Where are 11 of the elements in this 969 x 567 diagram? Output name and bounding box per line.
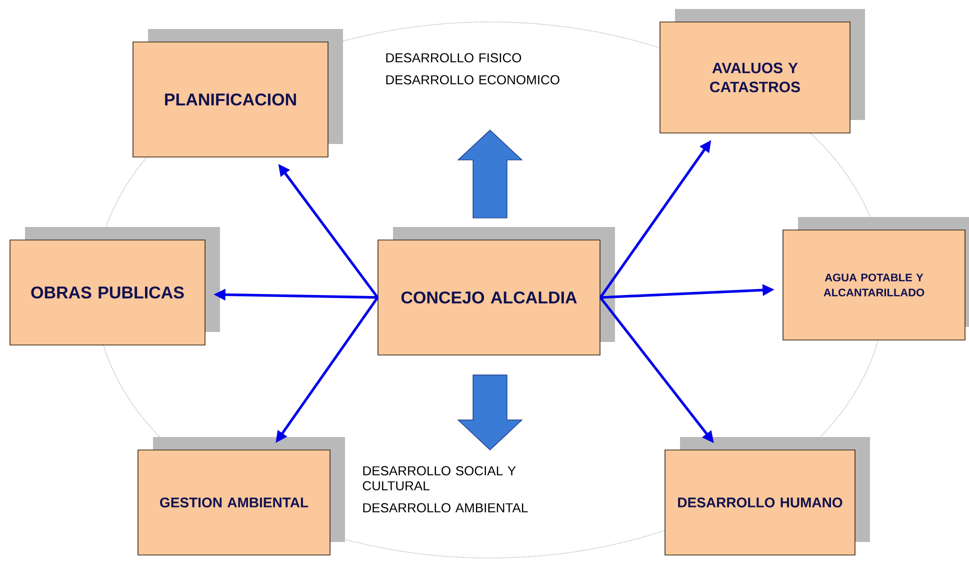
process-box: AGUA POTABLE Y ALCANTARILLADO bbox=[782, 217, 969, 340]
process-box: AVALUOS Y CATASTROS bbox=[660, 9, 865, 134]
note-text: DESARROLLO FISICO bbox=[386, 53, 522, 62]
note-text: DESARROLLO SOCIAL Y CULTURAL bbox=[362, 466, 516, 490]
process-box: GESTION AMBIENTAL bbox=[138, 436, 345, 556]
process-box: PLANIFICACION bbox=[132, 29, 343, 158]
process-box: DESARROLLO HUMANO bbox=[664, 436, 870, 556]
note-text: DESARROLLO AMBIENTAL bbox=[363, 503, 528, 512]
note-text: DESARROLLO ECONOMICO bbox=[386, 75, 560, 84]
process-box: OBRAS PUBLICAS bbox=[10, 226, 220, 346]
process-box: CONCEJO ALCALDIA bbox=[378, 226, 615, 356]
